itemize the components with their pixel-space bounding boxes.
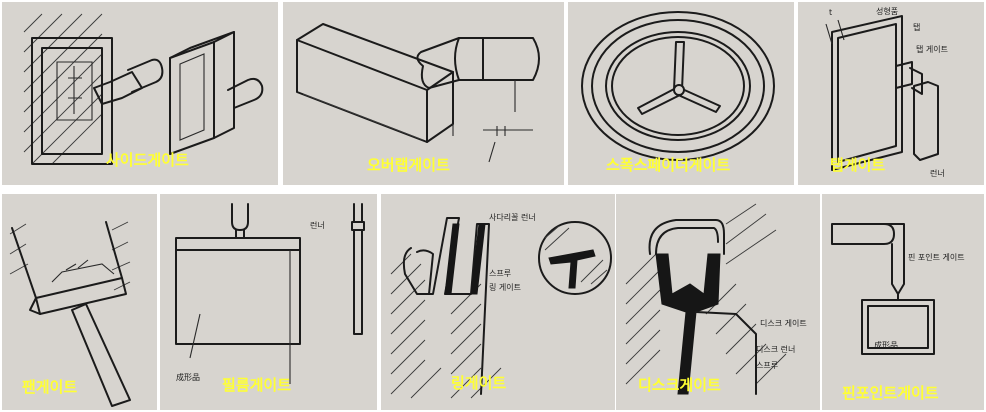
panel-caption: 팬게이트 <box>22 378 78 396</box>
panel-caption: 핀포인트게이트 <box>842 384 939 402</box>
ring-gate-drawing <box>390 217 612 399</box>
panel-disk-gate: 디스크 게이트 디스크 런너 스프루 디스크게이트 <box>616 194 820 410</box>
side-gate-drawing <box>23 13 264 165</box>
panel-fan-gate: 팬게이트 <box>2 194 157 410</box>
panel-caption: 사이드게이트 <box>106 151 189 169</box>
panel-caption: 디스크게이트 <box>638 376 721 394</box>
label-thickness-t: t <box>829 8 833 17</box>
tab-gate-drawing <box>825 15 939 171</box>
panel-film-gate: 런너 成形品 필름게이트 <box>160 194 377 410</box>
spider-gate-drawing <box>581 11 775 161</box>
label-tab: 탭 <box>913 23 921 32</box>
label-runner: 런너 <box>310 221 325 230</box>
fan-gate-drawing <box>9 221 131 407</box>
label-trapezoid-runner: 사다리꼴 런너 <box>489 213 536 222</box>
panel-tab-gate: t 성형품 탭 탭 게이트 런너 탭게이트 <box>798 2 984 185</box>
panel-side-gate: 사이드게이트 <box>2 2 278 185</box>
pinpoint-gate-drawing <box>831 223 935 355</box>
label-ring-gate: 링 게이트 <box>489 283 521 292</box>
panel-overlap-gate: 오버랩게이트 <box>283 2 564 185</box>
label-molded-part: 성형품 <box>876 7 899 16</box>
disk-gate-drawing <box>625 203 787 395</box>
label-molded-part: 成形品 <box>176 373 200 382</box>
panel-ring-gate: 사다리꼴 런너 스프루 링 게이트 링게이트 <box>381 194 615 410</box>
panel-caption: 탭게이트 <box>830 156 886 174</box>
panel-caption: 오버랩게이트 <box>367 156 450 174</box>
overlap-gate-drawing <box>296 23 540 163</box>
panel-pinpoint-gate: 핀 포인트 게이트 成形品 핀포인트게이트 <box>822 194 984 410</box>
label-pinpoint-gate: 핀 포인트 게이트 <box>908 253 965 262</box>
film-gate-drawing <box>175 203 365 384</box>
panel-spider-gate: 스폭스페이더게이트 <box>568 2 794 185</box>
label-runner: 런너 <box>930 169 945 178</box>
label-sprue: 스프루 <box>756 361 779 370</box>
panel-caption: 스폭스페이더게이트 <box>606 156 731 174</box>
label-molded-part: 成形品 <box>874 341 898 350</box>
label-disk-gate: 디스크 게이트 <box>760 319 807 328</box>
label-tab-gate: 탭 게이트 <box>916 45 948 54</box>
panel-caption: 링게이트 <box>451 374 507 392</box>
label-disk-runner: 디스크 런너 <box>756 345 796 354</box>
label-sprue: 스프루 <box>489 269 512 278</box>
panel-caption: 필름게이트 <box>222 376 292 394</box>
